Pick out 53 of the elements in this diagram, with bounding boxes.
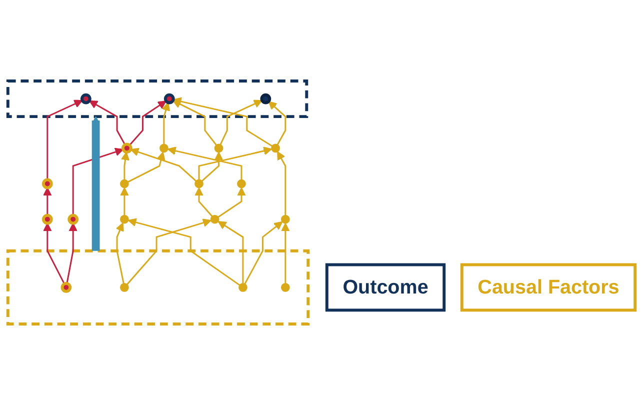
node-circle [120,283,129,292]
arrow [167,146,242,180]
arrow [66,222,78,284]
arrow [268,101,286,146]
arrow [91,116,100,251]
arrow [128,152,166,183]
arrow [130,148,197,182]
node-circle [237,179,246,188]
arrow [162,102,170,144]
arrow [88,100,126,146]
node-circle [280,283,290,292]
node-circle [42,214,53,225]
node-circle [160,144,168,153]
arrow [281,222,290,284]
arrow [120,152,130,180]
node-circle [120,214,129,224]
node-box: Outcome [325,263,446,312]
arrow [172,97,273,147]
arrow [72,148,124,216]
arrow [194,187,213,217]
node-circle [164,93,175,104]
node-box: Causal Factors [460,263,637,312]
node-circle [120,179,129,188]
node-circle [60,282,72,293]
arrow [201,152,224,182]
arrow [218,221,244,284]
arrow [43,187,52,216]
arrow [172,100,217,146]
arrow [128,100,166,146]
arrow [126,218,212,285]
arrow [218,187,246,218]
cluster [6,249,310,326]
cluster [6,80,308,118]
arrow [220,100,262,145]
arrow [128,218,240,286]
node-circle [260,93,272,104]
node-circle [271,144,280,153]
node-circle [68,214,79,225]
arrow [244,221,283,284]
arrow [198,146,272,180]
node-circle [214,144,224,153]
node-circle [42,178,53,190]
node-circle [238,283,248,292]
arrow [116,222,124,284]
node-circle [121,142,132,154]
arrow [43,222,66,284]
arrow [120,187,129,216]
node-circle [280,214,290,224]
arrow [46,100,83,180]
arrow [277,151,286,216]
node-circle [80,93,92,104]
node-circle [194,179,204,188]
node-circle [210,214,220,224]
